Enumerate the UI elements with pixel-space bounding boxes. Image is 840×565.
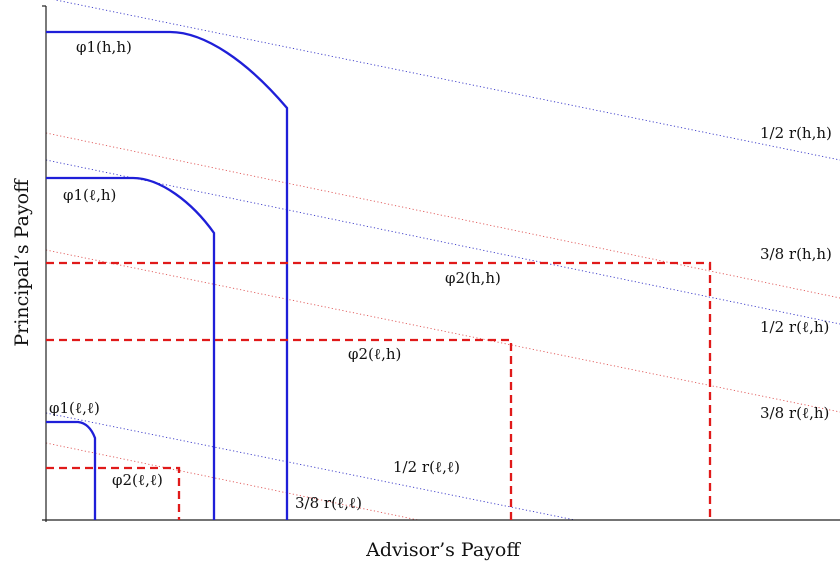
label-half-r-lh: 1/2 r(ℓ,h) [760, 318, 829, 336]
label-phi1-hh: φ1(h,h) [76, 38, 132, 56]
phi1-lh-curve [46, 176, 216, 520]
label-phi2-hh: φ2(h,h) [445, 269, 501, 287]
phi2-hh-curve [46, 261, 712, 520]
iso-line-half-r-hh [53, 0, 840, 161]
y-axis-title: Principal’s Payoff [11, 178, 33, 347]
iso-line-38-r-hh [45, 132, 840, 299]
x-axis-title: Advisor’s Payoff [365, 539, 521, 561]
phi2-ll-curve [46, 466, 181, 520]
iso-line-38-r-lh [45, 249, 840, 413]
phi2-curves [46, 261, 712, 520]
curve-labels: φ1(h,h) φ1(ℓ,h) φ1(ℓ,ℓ) φ2(h,h) φ2(ℓ,h) … [49, 38, 501, 489]
label-38-r-hh: 3/8 r(h,h) [760, 245, 832, 263]
label-phi1-lh: φ1(ℓ,h) [63, 186, 116, 204]
label-phi2-lh: φ2(ℓ,h) [348, 345, 401, 363]
label-phi2-ll: φ2(ℓ,ℓ) [112, 471, 163, 489]
phi1-curves [46, 30, 289, 520]
label-38-r-lh: 3/8 r(ℓ,h) [760, 404, 829, 422]
label-38-r-ll: 3/8 r(ℓ,ℓ) [295, 494, 362, 512]
phi1-hh-curve [46, 30, 289, 520]
phi2-lh-curve [46, 338, 513, 520]
phi1-ll-curve [46, 420, 97, 520]
iso-lines [45, 0, 840, 521]
label-half-r-hh: 1/2 r(h,h) [760, 124, 832, 142]
iso-labels: 1/2 r(h,h) 3/8 r(h,h) 1/2 r(ℓ,h) 3/8 r(ℓ… [295, 124, 832, 512]
label-half-r-ll: 1/2 r(ℓ,ℓ) [393, 458, 460, 476]
iso-line-38-r-ll [45, 442, 419, 521]
iso-line-half-r-lh [45, 159, 840, 325]
label-phi1-ll: φ1(ℓ,ℓ) [49, 399, 100, 417]
